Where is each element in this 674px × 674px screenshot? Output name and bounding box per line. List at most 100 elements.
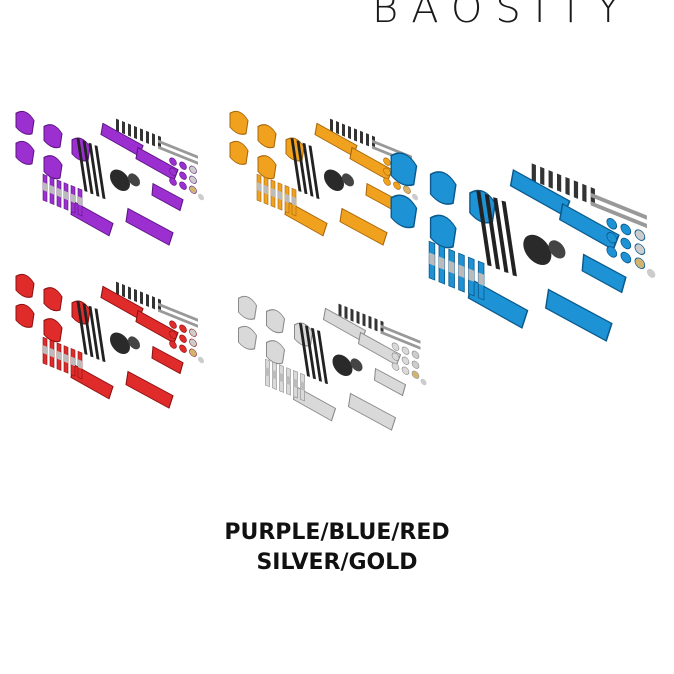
gear <box>324 169 344 192</box>
link-rod-thread <box>285 193 289 204</box>
drive-shaft <box>501 200 517 277</box>
link-rod-thread <box>50 184 54 195</box>
kit-blue-illustration <box>390 152 656 342</box>
link-rod-thread <box>458 264 465 278</box>
a-arm <box>151 345 184 375</box>
a-arm <box>125 207 174 246</box>
bearing <box>635 258 645 268</box>
gear <box>342 173 354 187</box>
link-rod-thread <box>286 375 291 386</box>
knuckle <box>390 194 418 229</box>
drive-shaft <box>308 145 320 200</box>
link-rod-thread <box>71 356 75 367</box>
hex-hub <box>383 167 391 176</box>
screw <box>531 163 536 182</box>
bearing <box>646 268 656 278</box>
screw <box>128 123 131 137</box>
screw <box>368 315 372 329</box>
pin <box>158 308 198 328</box>
drive-shaft <box>305 325 316 380</box>
hex-hub <box>179 344 187 353</box>
drive-shaft <box>82 303 94 358</box>
pin <box>158 139 198 159</box>
drive-shaft <box>82 140 94 195</box>
screw <box>116 118 119 132</box>
hex-hub <box>391 352 400 361</box>
gear <box>128 336 140 350</box>
knuckle <box>15 140 35 165</box>
link-rod-thread <box>265 367 270 377</box>
screw <box>146 130 149 144</box>
link-rod-thread <box>448 260 455 274</box>
hex-hub <box>401 346 410 355</box>
drive-shaft <box>302 142 314 197</box>
bearing <box>412 193 418 201</box>
hex-hub <box>620 223 632 236</box>
hex-hub <box>169 330 177 339</box>
hex-hub <box>189 175 197 184</box>
screw <box>540 166 545 186</box>
hex-hub <box>169 167 177 176</box>
brand-logo: BAOSITY <box>372 0 634 32</box>
kit-blue <box>380 130 674 355</box>
knuckle <box>229 140 249 165</box>
knuckle <box>15 303 35 328</box>
knuckle <box>15 273 35 298</box>
caption-line-2: SILVER/GOLD <box>256 550 418 575</box>
screw <box>122 121 125 135</box>
knuckle <box>266 309 286 334</box>
drive-shaft <box>299 322 310 377</box>
gear <box>110 169 130 192</box>
pin <box>590 192 647 220</box>
link-rod-thread <box>57 350 61 361</box>
drive-shaft <box>311 327 322 382</box>
knuckle <box>43 155 63 180</box>
screw <box>116 281 119 295</box>
screw <box>128 286 131 300</box>
link-rod-thread <box>264 184 268 195</box>
a-arm <box>373 367 407 397</box>
gear <box>523 234 552 266</box>
link-rod-thread <box>272 369 277 380</box>
screw <box>330 118 333 132</box>
a-arm <box>70 200 114 237</box>
kit-silver <box>228 280 443 440</box>
screw <box>134 288 137 303</box>
hex-hub <box>391 342 400 351</box>
hex-hub <box>620 237 632 250</box>
screw <box>360 130 363 144</box>
screw <box>557 173 562 193</box>
drive-shaft <box>476 190 492 267</box>
pin <box>158 302 198 322</box>
link-rod-thread <box>78 196 82 206</box>
screw <box>350 308 354 322</box>
bearing <box>190 186 196 193</box>
a-arm <box>581 253 627 294</box>
knuckle <box>429 171 457 205</box>
link-rod-thread <box>71 193 75 204</box>
drive-shaft <box>296 140 308 195</box>
link-rod-thread <box>468 268 475 282</box>
screw <box>582 183 587 203</box>
drive-shaft <box>88 142 100 197</box>
knuckle <box>257 124 277 149</box>
kit-silver-illustration <box>238 295 427 431</box>
hex-hub <box>393 181 401 190</box>
knuckle <box>15 110 35 135</box>
hex-hub <box>606 232 618 244</box>
a-arm <box>284 200 328 237</box>
screw <box>122 284 125 298</box>
knuckle <box>43 287 63 312</box>
hex-hub <box>169 177 177 186</box>
gear <box>548 240 566 259</box>
screw <box>152 296 155 310</box>
hex-hub <box>391 362 400 371</box>
link-rod-thread <box>478 272 484 286</box>
bearing <box>190 349 196 356</box>
screw <box>362 313 366 327</box>
hex-hub <box>634 243 646 255</box>
color-caption: PURPLE/BLUE/RED SILVER/GOLD <box>0 518 674 578</box>
hex-hub <box>634 229 646 241</box>
knuckle <box>43 318 63 343</box>
drive-shaft <box>317 330 328 385</box>
